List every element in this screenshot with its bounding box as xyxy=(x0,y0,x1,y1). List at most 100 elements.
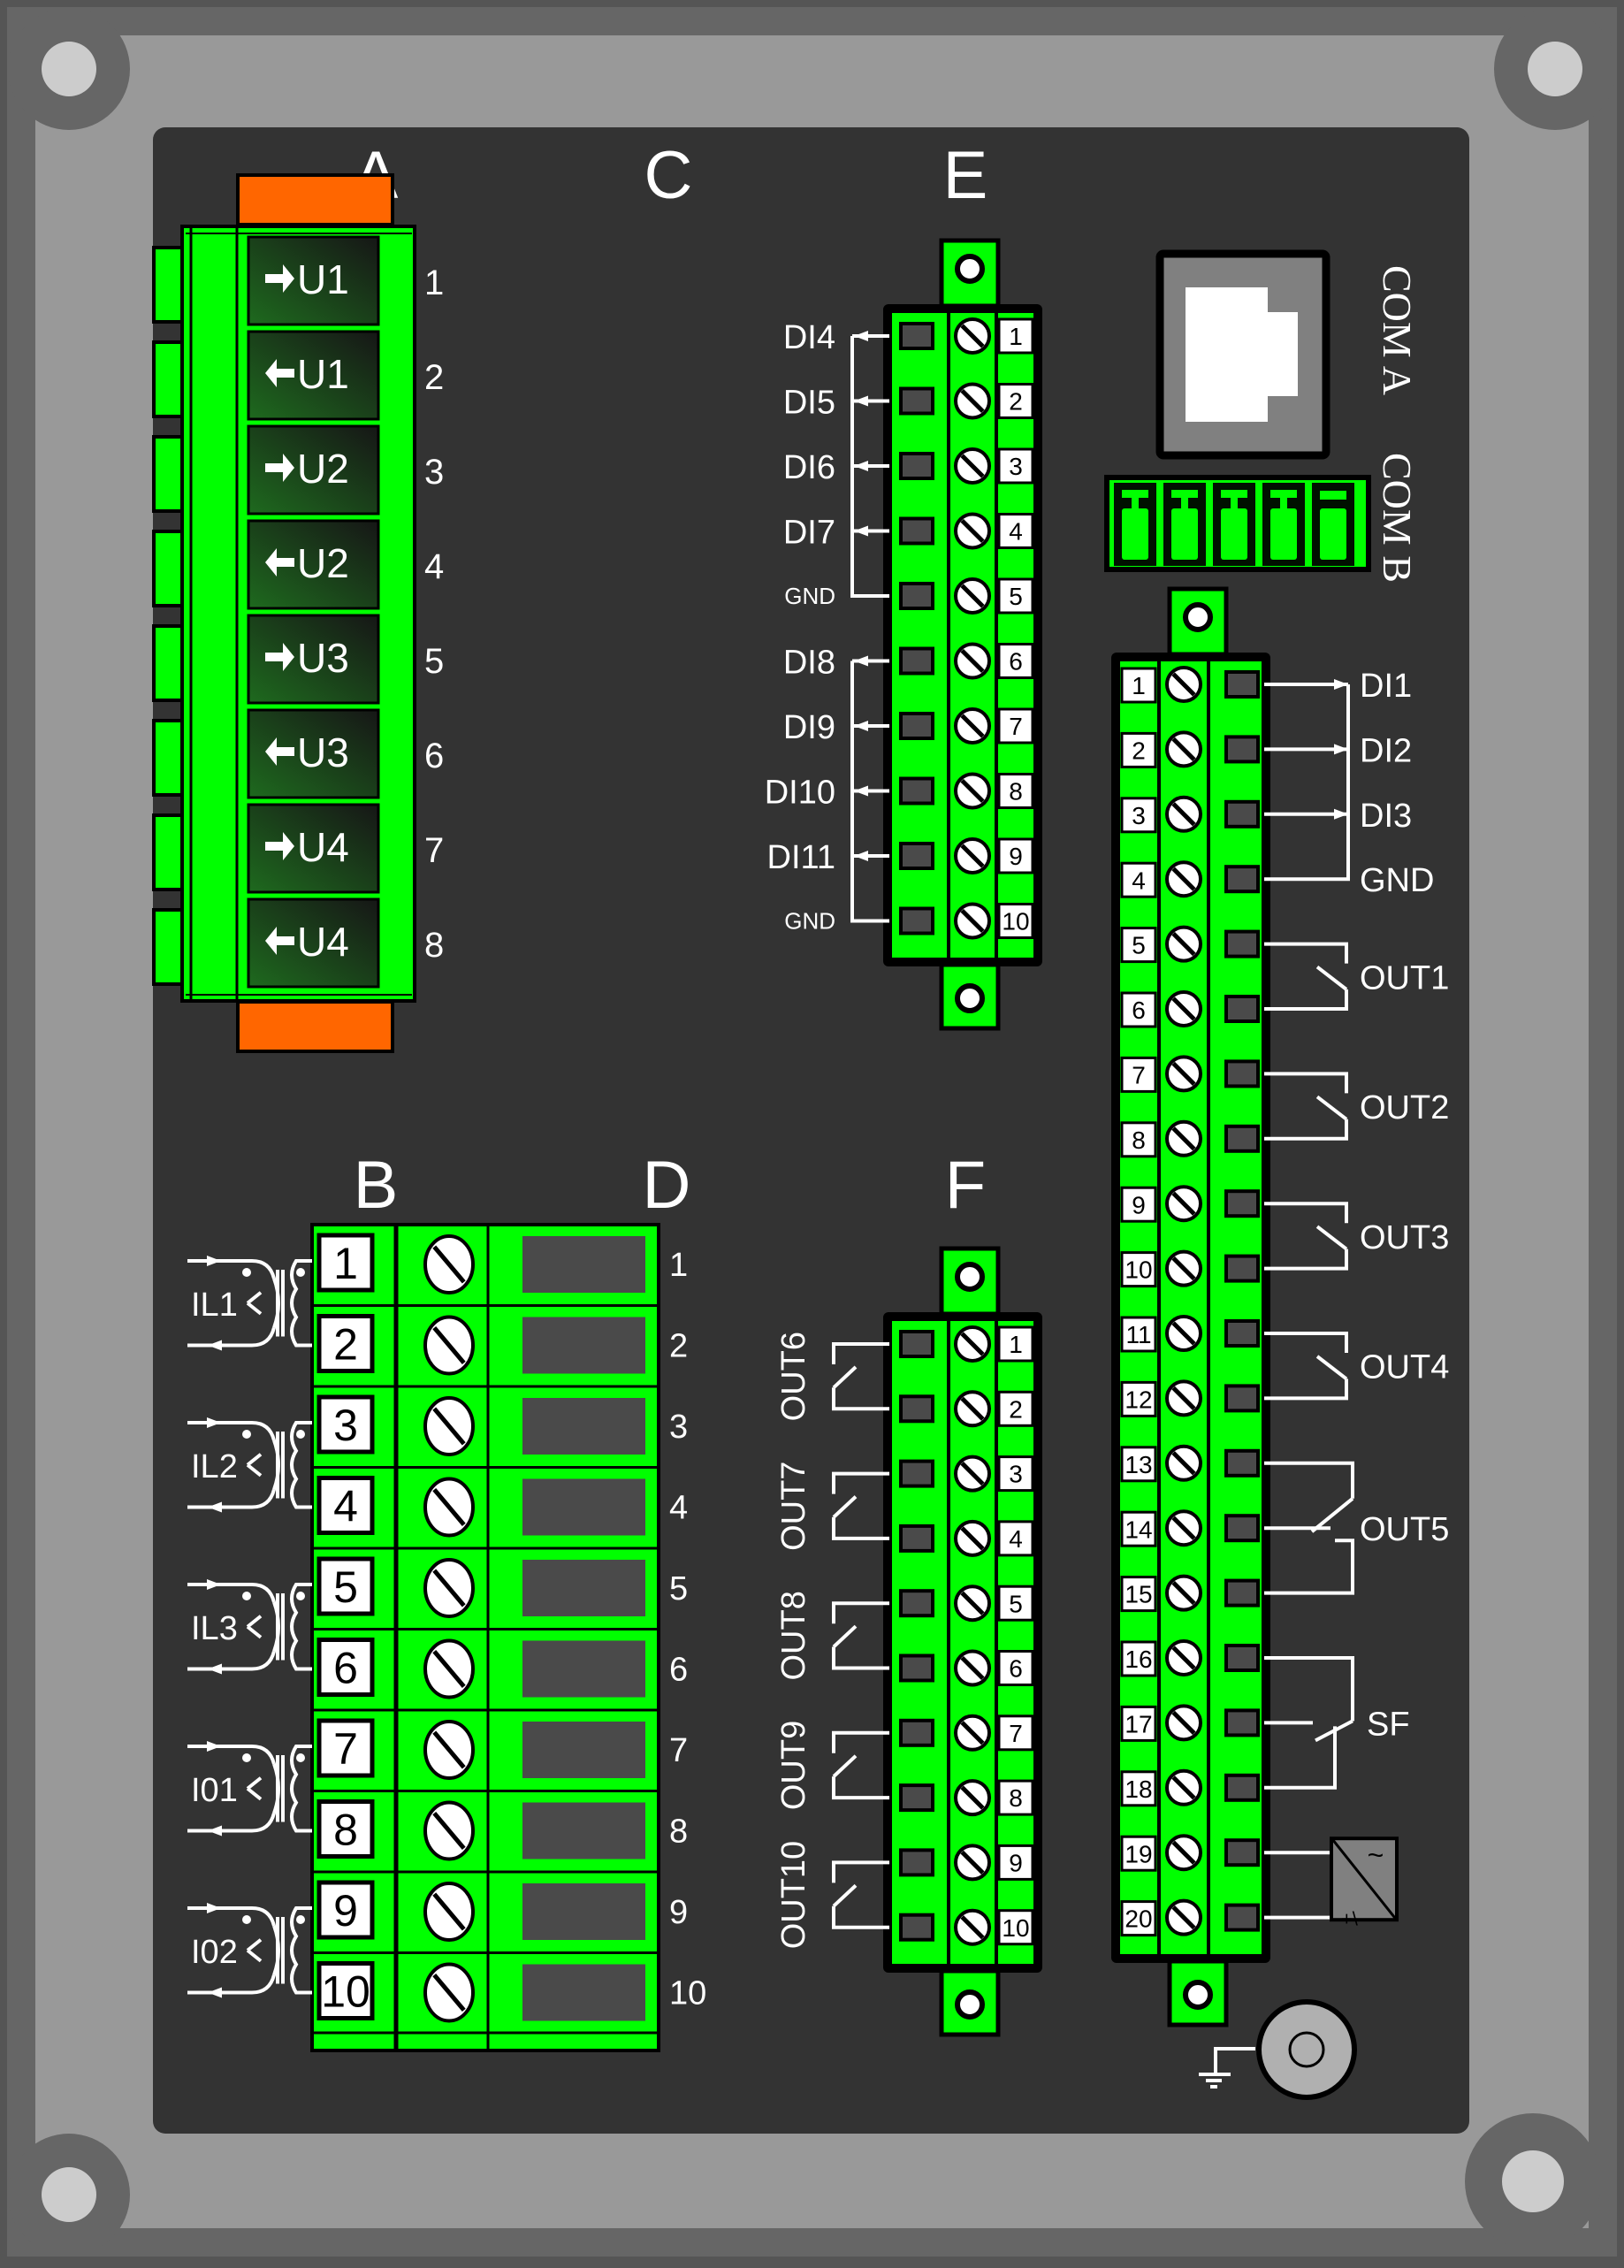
screw-icon[interactable] xyxy=(1165,1315,1202,1352)
screw-icon[interactable] xyxy=(954,1714,991,1752)
screw-icon[interactable] xyxy=(954,382,991,420)
wire-entry-slot[interactable] xyxy=(1224,1254,1260,1283)
wire-entry-slot[interactable] xyxy=(1224,670,1260,699)
com-pin[interactable] xyxy=(1213,483,1255,566)
screw-icon[interactable] xyxy=(954,577,991,615)
screw-icon[interactable] xyxy=(954,1390,991,1428)
wire-entry-slot[interactable] xyxy=(517,1231,651,1298)
screw-icon[interactable] xyxy=(1165,1639,1202,1676)
screw-icon[interactable] xyxy=(423,1638,475,1699)
wire-entry-slot[interactable] xyxy=(517,1393,651,1460)
latch-tab[interactable] xyxy=(152,908,184,986)
wire-entry-slot[interactable] xyxy=(517,1635,651,1703)
wire-entry-slot[interactable] xyxy=(1224,735,1260,764)
wire-entry-slot[interactable] xyxy=(899,712,934,740)
wire-entry-slot[interactable] xyxy=(899,1718,934,1747)
com-pin[interactable] xyxy=(1163,483,1206,566)
screw-icon[interactable] xyxy=(1165,1055,1202,1093)
screw-icon[interactable] xyxy=(954,837,991,874)
screw-icon[interactable] xyxy=(423,1800,475,1861)
wire-entry-slot[interactable] xyxy=(517,1959,651,2027)
wire-entry-slot[interactable] xyxy=(899,906,934,935)
screw-icon[interactable] xyxy=(423,1315,475,1376)
screw-icon[interactable] xyxy=(954,1779,991,1817)
com-pin[interactable] xyxy=(1114,483,1156,566)
screw-icon[interactable] xyxy=(1165,1768,1202,1806)
screw-icon[interactable] xyxy=(1165,1185,1202,1223)
screw-icon[interactable] xyxy=(954,902,991,940)
wire-entry-slot[interactable] xyxy=(899,386,934,416)
screw-icon[interactable] xyxy=(1165,1574,1202,1612)
wire-entry-slot[interactable] xyxy=(899,516,934,546)
wire-entry-slot[interactable] xyxy=(517,1797,651,1865)
screw-icon[interactable] xyxy=(1165,1834,1202,1872)
com-pin[interactable] xyxy=(1262,483,1305,566)
screw-icon[interactable] xyxy=(1165,1898,1202,1936)
wire-entry-slot[interactable] xyxy=(1224,1578,1260,1607)
wire-entry-slot[interactable] xyxy=(1224,1773,1260,1802)
latch-tab[interactable] xyxy=(152,340,184,418)
wire-entry-slot[interactable] xyxy=(1224,1644,1260,1672)
latch-tab[interactable] xyxy=(152,246,184,324)
wire-entry-slot[interactable] xyxy=(1224,1448,1260,1478)
latch-tab[interactable] xyxy=(152,530,184,607)
screw-icon[interactable] xyxy=(954,772,991,810)
wire-entry-slot[interactable] xyxy=(1224,1838,1260,1867)
screw-icon[interactable] xyxy=(954,1325,991,1363)
screw-icon[interactable] xyxy=(423,1720,475,1780)
wire-entry-slot[interactable] xyxy=(1224,799,1260,829)
screw-icon[interactable] xyxy=(423,1558,475,1618)
screw-icon[interactable] xyxy=(1165,860,1202,898)
screw-icon[interactable] xyxy=(1165,1379,1202,1417)
wire-entry-slot[interactable] xyxy=(1224,1319,1260,1348)
wire-entry-slot[interactable] xyxy=(1224,1903,1260,1932)
screw-icon[interactable] xyxy=(1165,925,1202,963)
screw-icon[interactable] xyxy=(423,1234,475,1294)
screw-icon[interactable] xyxy=(954,642,991,680)
wire-entry-slot[interactable] xyxy=(1224,1514,1260,1543)
wire-entry-slot[interactable] xyxy=(899,842,934,870)
wire-entry-slot[interactable] xyxy=(899,1330,934,1358)
screw-icon[interactable] xyxy=(954,1649,991,1687)
wire-entry-slot[interactable] xyxy=(517,1554,651,1622)
screw-icon[interactable] xyxy=(1165,1119,1202,1157)
wire-entry-slot[interactable] xyxy=(1224,995,1260,1023)
wire-entry-slot[interactable] xyxy=(899,646,934,676)
screw-icon[interactable] xyxy=(954,447,991,485)
screw-icon[interactable] xyxy=(954,1519,991,1557)
wire-entry-slot[interactable] xyxy=(899,1653,934,1683)
wire-entry-slot[interactable] xyxy=(899,1459,934,1488)
screw-icon[interactable] xyxy=(1165,1704,1202,1742)
screw-icon[interactable] xyxy=(1165,666,1202,703)
screw-icon[interactable] xyxy=(423,1396,475,1456)
latch-tab[interactable] xyxy=(152,435,184,513)
com-pin[interactable] xyxy=(1312,483,1354,566)
screw-icon[interactable] xyxy=(423,1477,475,1538)
wire-entry-slot[interactable] xyxy=(899,452,934,480)
latch-tab[interactable] xyxy=(152,719,184,797)
wire-entry-slot[interactable] xyxy=(899,322,934,350)
wire-entry-slot[interactable] xyxy=(899,1523,934,1553)
screw-icon[interactable] xyxy=(954,317,991,355)
screw-icon[interactable] xyxy=(1165,1444,1202,1482)
screw-icon[interactable] xyxy=(423,1962,475,2023)
screw-icon[interactable] xyxy=(954,512,991,550)
screw-icon[interactable] xyxy=(954,1908,991,1946)
wire-entry-slot[interactable] xyxy=(1224,929,1260,958)
wire-entry-slot[interactable] xyxy=(899,582,934,610)
wire-entry-slot[interactable] xyxy=(1224,1708,1260,1737)
wire-entry-slot[interactable] xyxy=(1224,1189,1260,1218)
screw-icon[interactable] xyxy=(954,1844,991,1882)
screw-icon[interactable] xyxy=(954,1455,991,1493)
wire-entry-slot[interactable] xyxy=(899,1848,934,1877)
screw-icon[interactable] xyxy=(1165,1509,1202,1547)
ground-stud-washer[interactable] xyxy=(1256,1999,1357,2100)
screw-icon[interactable] xyxy=(1165,1249,1202,1287)
